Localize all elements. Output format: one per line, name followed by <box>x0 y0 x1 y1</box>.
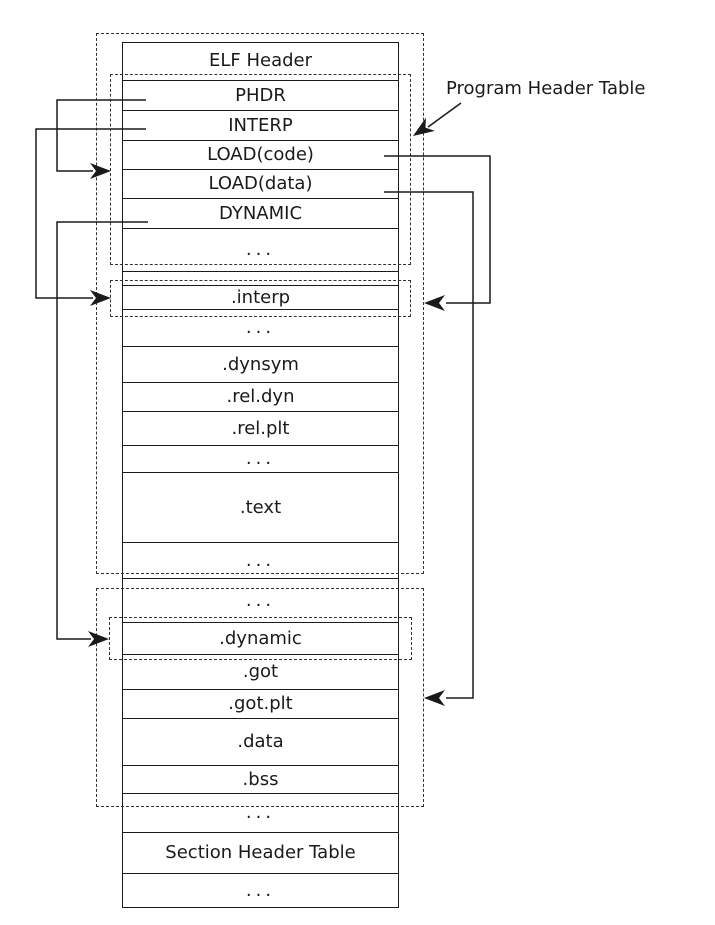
row-ellipsis-2: ... <box>122 310 399 347</box>
row-ellipsis-6: ... <box>122 794 399 833</box>
row-load-code: LOAD(code) <box>122 141 399 170</box>
row-got: .got <box>122 655 399 690</box>
row-got-plt: .got.plt <box>122 690 399 719</box>
row-rel-dyn: .rel.dyn <box>122 383 399 412</box>
row-text-sec: .text <box>122 473 399 543</box>
row-interp-seg: INTERP <box>122 111 399 141</box>
row-load-data: LOAD(data) <box>122 170 399 199</box>
program-header-table-dashed-box <box>110 74 411 265</box>
row-data-sec: .data <box>122 719 399 766</box>
dynamic-section-dashed-box <box>109 617 412 660</box>
connector-pht-label-to-box <box>427 102 462 128</box>
row-dynamic-seg: DYNAMIC <box>122 199 399 229</box>
row-sht: Section Header Table <box>122 833 399 874</box>
row-pht-ellipsis: ... <box>122 229 399 272</box>
row-ellipsis-3: ... <box>122 446 399 473</box>
row-ellipsis-7: ... <box>245 880 276 901</box>
interp-section-dashed-box <box>110 280 411 317</box>
row-dynamic-sec: .dynamic <box>122 623 399 655</box>
arrowhead-left-icon <box>424 295 445 311</box>
row-phdr: PHDR <box>122 81 399 111</box>
arrowhead-left-icon <box>424 690 445 706</box>
program-header-table-label: Program Header Table <box>446 78 646 99</box>
row-ellipsis-5: ... <box>122 579 399 623</box>
row-bss: .bss <box>122 766 399 794</box>
row-interp-sec: .interp <box>122 285 399 310</box>
row-rel-plt: .rel.plt <box>122 412 399 446</box>
row-elf-header: ELF Header <box>122 42 399 81</box>
row-dynsym: .dynsym <box>122 347 399 383</box>
row-ellipsis-4: ... <box>122 543 399 579</box>
